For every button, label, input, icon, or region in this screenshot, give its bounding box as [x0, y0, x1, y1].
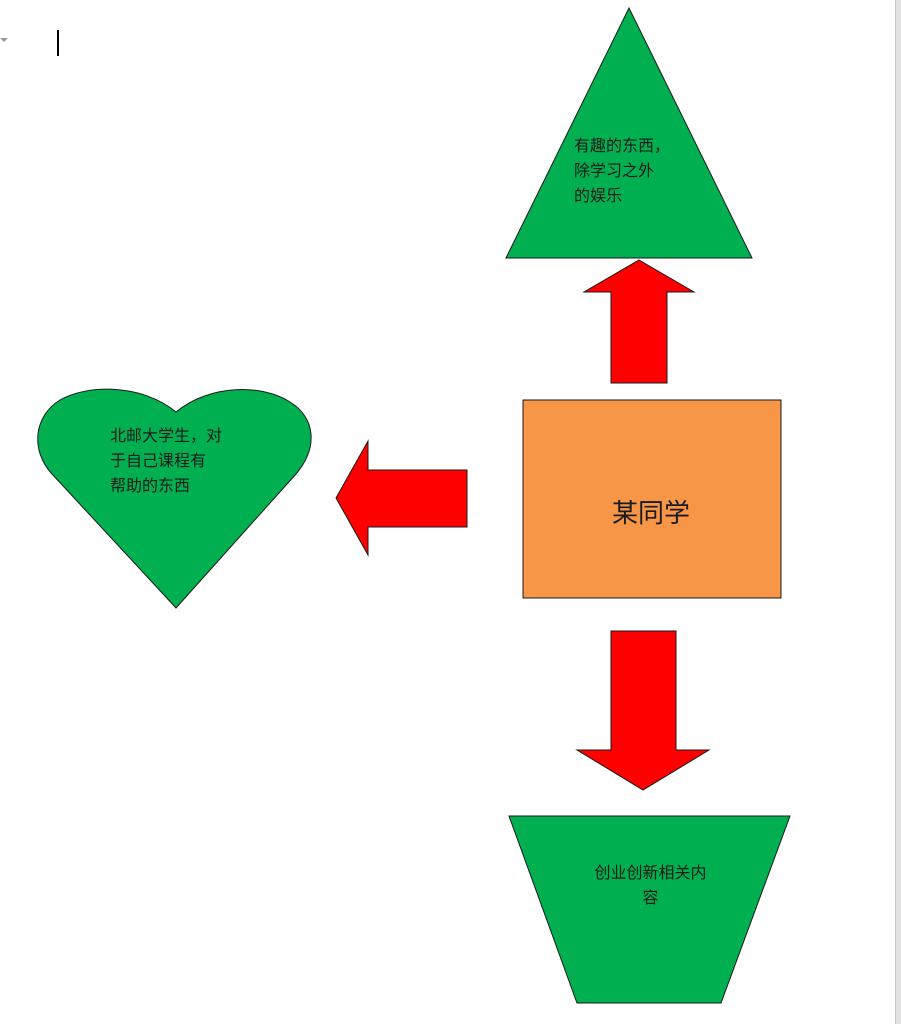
heart-label-line: 帮助的东西 — [110, 476, 191, 495]
heart-node[interactable] — [37, 388, 312, 609]
page-edge-scrollbar[interactable] — [895, 0, 901, 1024]
trapezoid-label: 创业创新相关内 容 — [580, 860, 721, 910]
triangle-label-line: 有趣的东西， — [574, 136, 671, 155]
triangle-label-line: 的娱乐 — [574, 186, 623, 205]
heart-label-line: 于自己课程有 — [110, 451, 207, 470]
heart-label: 北邮大学生，对 于自己课程有 帮助的东西 — [110, 423, 222, 498]
corner-marker-icon — [0, 38, 8, 42]
heart-label-line: 北邮大学生，对 — [110, 426, 223, 445]
triangle-label: 有趣的东西， 除学习之外 的娱乐 — [574, 133, 670, 208]
arrow-left[interactable] — [335, 439, 468, 557]
trapezoid-label-line: 容 — [642, 888, 659, 907]
trapezoid-node[interactable] — [508, 815, 791, 1004]
triangle-label-line: 除学习之外 — [574, 161, 655, 180]
triangle-node[interactable] — [505, 6, 753, 259]
arrow-down[interactable] — [575, 630, 711, 791]
center-box[interactable] — [522, 399, 782, 599]
arrow-up[interactable] — [582, 259, 696, 384]
center-box-label: 某同学 — [612, 499, 691, 529]
text-cursor — [57, 30, 59, 56]
trapezoid-label-line: 创业创新相关内 — [594, 863, 707, 882]
